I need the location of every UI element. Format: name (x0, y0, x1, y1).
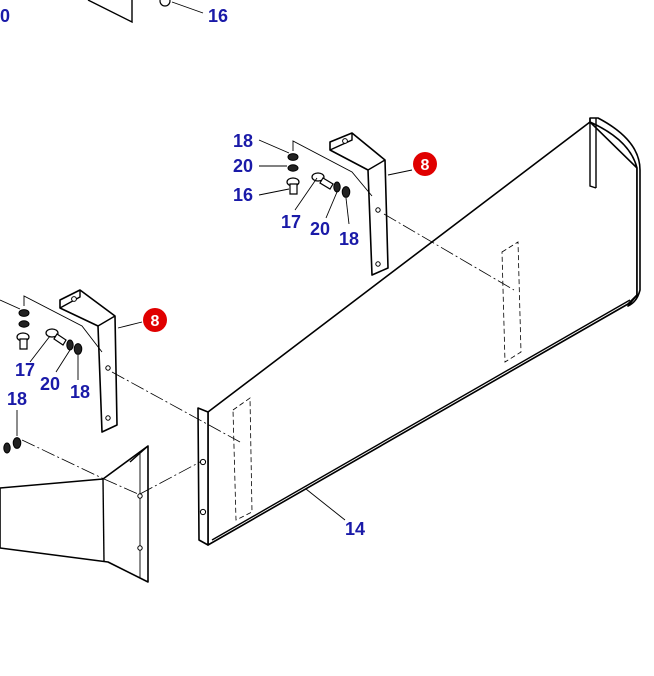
badge-8-b: 8 (143, 308, 167, 332)
callout-17-b: 17 (15, 360, 35, 380)
callout-18-b: 18 (70, 382, 90, 402)
callout-18-a: 18 (233, 131, 253, 151)
callout-0: 0 (0, 6, 10, 26)
callout-18-a2: 18 (339, 229, 359, 249)
callout-16-a: 16 (233, 185, 253, 205)
callout-18-c: 18 (7, 389, 27, 409)
callout-17-a: 17 (281, 212, 301, 232)
callout-20-a: 20 (233, 156, 253, 176)
cover-panel (197, 117, 641, 546)
svg-text:8: 8 (421, 157, 430, 174)
bracket-b (0, 289, 241, 443)
leader-14 (305, 488, 346, 521)
bracket-a (258, 132, 515, 291)
callout-20-a2: 20 (310, 219, 330, 239)
hardware-c (3, 410, 201, 495)
callout-16-top: 16 (208, 6, 228, 26)
badge-8-a: 8 (413, 152, 437, 176)
left-support-bracket (0, 445, 149, 583)
callout-14: 14 (345, 519, 365, 539)
callout-20-b: 20 (40, 374, 60, 394)
svg-text:8: 8 (151, 313, 160, 330)
top-partial-part (87, 0, 204, 24)
